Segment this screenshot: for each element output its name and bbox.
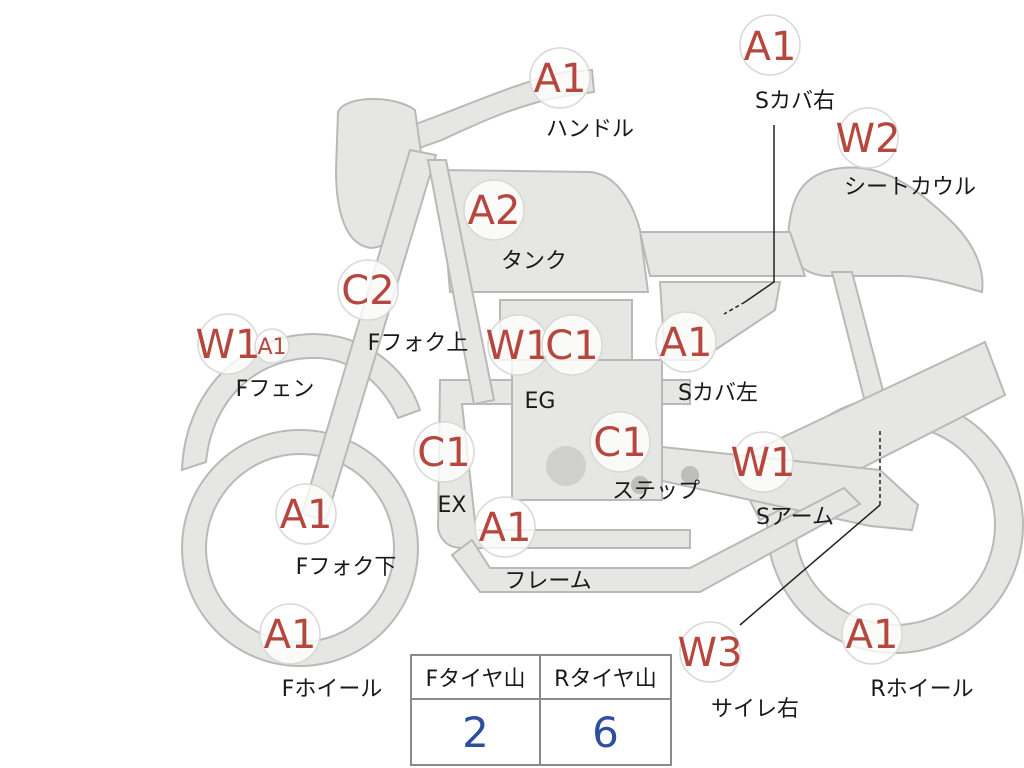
part-label: Fフェン (236, 377, 315, 402)
callout-tank: A2 タンク (463, 179, 567, 274)
part-label: ステップ (612, 479, 700, 504)
grade-text: A1 (660, 320, 713, 366)
grade-text: W1 (486, 323, 551, 369)
grade-badge (254, 328, 290, 364)
part-label: Sカバ左 (678, 381, 758, 406)
grade-text: A2 (468, 188, 521, 234)
grade-badge (529, 47, 591, 109)
grade-badge (541, 314, 603, 376)
grade-badge (337, 259, 399, 321)
grade-text: A1 (534, 56, 587, 102)
grade-text: A1 (744, 24, 797, 70)
callout-handlebar: A1 ハンドル (529, 47, 634, 142)
grade-badge (732, 431, 794, 493)
grade-text: A1 (846, 612, 899, 658)
seat-base (638, 231, 807, 277)
callout-rear-wheel: A1 Rホイール (841, 603, 974, 702)
callout-fork-upper: C2 Fフォク上 (337, 259, 469, 356)
grade-text: A1 (264, 612, 317, 658)
part-label: Fフォク上 (368, 331, 469, 356)
grade-badge (275, 483, 337, 545)
grade-text: W1 (196, 322, 261, 368)
part-label: Rホイール (870, 677, 973, 702)
grade-text: C1 (545, 323, 598, 369)
callout-swing-arm: W1 Sアーム (731, 431, 834, 530)
grade-text: C1 (417, 430, 470, 476)
grade-badge (463, 179, 525, 241)
footpeg-1 (631, 476, 649, 494)
grade-badge (259, 603, 321, 665)
part-label: サイレ右 (711, 697, 799, 722)
callout-fork-lower: A1 Fフォク下 (275, 483, 397, 580)
part-label: タンク (501, 249, 567, 274)
callout-front-wheel: A1 Fホイール (259, 603, 383, 702)
callout-silencer-right: W3 サイレ右 (678, 621, 799, 722)
grade-text: A1 (479, 505, 532, 551)
callouts: A1 ハンドル A1 Sカバ右 W2 シートカウル A2 タンク C2 Fフォク… (196, 14, 976, 722)
grade-badge (589, 411, 651, 473)
tire-tread-table: Fタイヤ山 Rタイヤ山 2 6 (410, 654, 672, 766)
leader-silencer (739, 504, 881, 626)
part-label: Sアーム (756, 505, 834, 530)
front-tire-value: 2 (412, 700, 541, 764)
rear-tire-value: 6 (592, 707, 619, 757)
frame-loop (436, 379, 691, 549)
part-label: Fフォク下 (296, 555, 397, 580)
grade-badge (679, 621, 741, 683)
callout-frame: A1 フレーム (474, 496, 592, 594)
callout-seat-cowl: W2 シートカウル (836, 107, 976, 200)
grade-text: C1 (593, 420, 646, 466)
grade-badge (474, 496, 536, 558)
part-label: シートカウル (844, 175, 976, 200)
part-label: EX (438, 493, 467, 518)
callout-step: C1 ステップ (589, 411, 700, 504)
grade-badge (841, 603, 903, 665)
seat-cowl (786, 166, 984, 294)
grade-text: W2 (836, 116, 901, 162)
grade-text: A1 (257, 335, 286, 360)
grade-text: A1 (280, 492, 333, 538)
part-label: Fホイール (282, 677, 383, 702)
callout-side-cover-left: A1 Sカバ左 (655, 311, 758, 406)
leader-scover-right (744, 125, 775, 303)
part-label: ハンドル (546, 117, 634, 142)
callout-front-fender: W1 A1 Fフェン (196, 313, 315, 402)
callout-exhaust: C1 EX (413, 421, 475, 518)
grade-text: W1 (731, 440, 796, 486)
leader-lines (723, 125, 881, 626)
part-label: フレーム (504, 569, 591, 594)
grade-text: W3 (678, 630, 743, 676)
rear-tire-header: Rタイヤ山 (541, 656, 670, 700)
grade-badge (413, 421, 475, 483)
grade-badge (837, 107, 899, 169)
part-label: EG (525, 389, 556, 414)
frame-rail (450, 486, 862, 593)
front-tire-header: Fタイヤ山 (412, 656, 541, 700)
footpeg-2 (681, 466, 699, 484)
front-fork-right (426, 159, 496, 406)
grade-badge (739, 14, 801, 76)
part-label: Sカバ右 (755, 89, 835, 114)
callout-side-cover-right: A1 Sカバ右 (739, 14, 835, 114)
engine-cover (546, 446, 586, 486)
grade-text: C2 (341, 268, 394, 314)
grade-badge (655, 311, 717, 373)
callout-engine: W1 C1 EG (486, 314, 603, 414)
